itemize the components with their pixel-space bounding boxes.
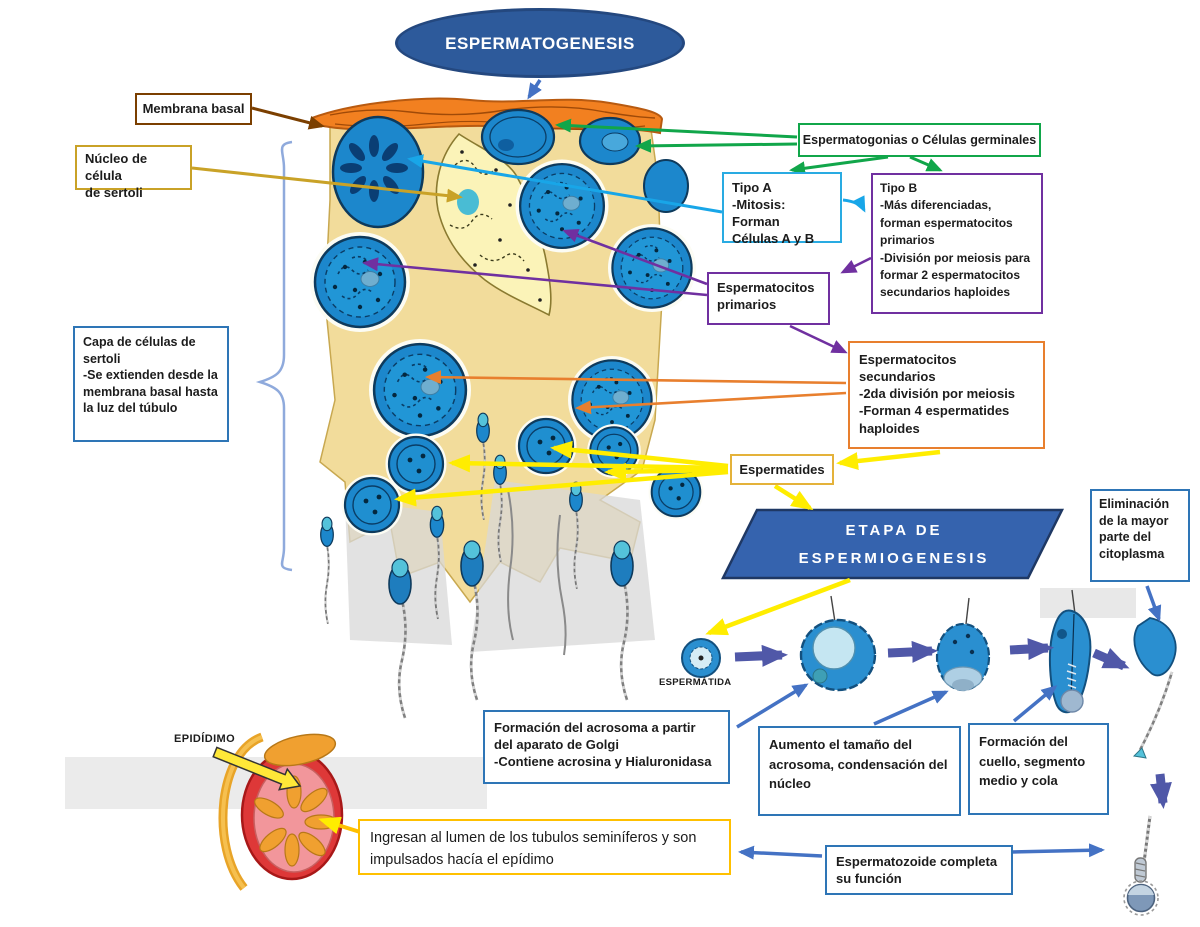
- espermiogenesis-banner: ETAPA DE ESPERMIOGENESIS: [748, 517, 1040, 573]
- formacion-cuello-box: Formación del cuello, segmento medio y c…: [968, 723, 1109, 815]
- seminiferous-tubule-illustration: [312, 97, 704, 720]
- sertoli-nucleus: [457, 189, 479, 215]
- espermatida-label: ESPERMÁTIDA: [659, 677, 732, 688]
- stage-cytoplasm-shedding: [1132, 617, 1177, 759]
- tipo-b-box: Tipo B -Más diferenciadas, forman esperm…: [871, 173, 1043, 314]
- blue-label-arrows: [736, 585, 1162, 860]
- espermatocitos-primarios-box: Espermatocitos primarios: [707, 272, 830, 325]
- title-to-tubule-arrow: [527, 79, 542, 100]
- espermiogenesis-banner-shape: [720, 508, 1065, 580]
- espermatogonias-arrows: [555, 118, 943, 176]
- elongating-spermatozoa: [319, 412, 635, 720]
- espermatocitos-primarios-arrows: [362, 228, 872, 354]
- stage-acrosome-vesicle: [799, 595, 877, 692]
- eliminacion-box: Eliminación de la mayor parte del citopl…: [1090, 489, 1190, 582]
- ingresan-lumen-box: Ingresan al lumen de los tubulos seminíf…: [358, 819, 731, 875]
- connector-arrows: [191, 79, 1162, 860]
- epididimo-label: EPIDÍDIMO: [174, 733, 236, 745]
- banner-line2: ESPERMIOGENESIS: [798, 549, 990, 567]
- tipo-a-arrows: [407, 154, 866, 214]
- espermatocitos-secundarios-arrows: [425, 370, 847, 415]
- epididymis-head: [263, 733, 337, 767]
- spermiogenesis-stages: [681, 589, 1177, 916]
- stage-mature-sperm: [1123, 815, 1159, 916]
- membrana-basal-arrow: [251, 106, 325, 130]
- espermatozoide-completa-box: Espermatozoide completa su función: [825, 845, 1013, 895]
- capa-sertoli-box: Capa de células de sertoli -Se extienden…: [73, 326, 229, 442]
- stage-neck-midpiece: [1048, 589, 1092, 714]
- tipo-a-box: Tipo A -Mitosis: Forman Células A y B: [722, 172, 842, 246]
- espermatocitos-secundarios-box: Espermatocitos secundarios -2da división…: [848, 341, 1045, 449]
- stage-espermatida: [681, 638, 721, 678]
- ingresan-to-testis-arrow: [318, 816, 361, 835]
- banner-line1: ETAPA DE: [845, 522, 943, 539]
- espermatogonias-box: Espermatogonias o Células germinales: [798, 123, 1041, 157]
- stage-arrows: [734, 638, 1172, 809]
- aumento-acrosoma-box: Aumento el tamaño del acrosoma, condensa…: [758, 726, 961, 816]
- formacion-acrosoma-box: Formación del acrosoma a partir del apar…: [483, 710, 730, 784]
- stage-acrosome-cap: [935, 597, 991, 692]
- nucleo-sertoli-arrow: [191, 166, 463, 203]
- sertoli-layer-brace: [255, 140, 293, 572]
- membrana-basal-box: Membrana basal: [135, 93, 252, 125]
- espermatides-box: Espermatides: [730, 454, 834, 485]
- epididimo-pointer-arrow: [212, 746, 302, 791]
- nucleo-sertoli-box: Núcleo de célula de sertoli: [75, 145, 192, 200]
- epididymis-testis-illustration: [212, 732, 344, 891]
- diagram-title: ESPERMATOGENESIS: [395, 8, 685, 78]
- espermatides-arrows: [394, 440, 941, 636]
